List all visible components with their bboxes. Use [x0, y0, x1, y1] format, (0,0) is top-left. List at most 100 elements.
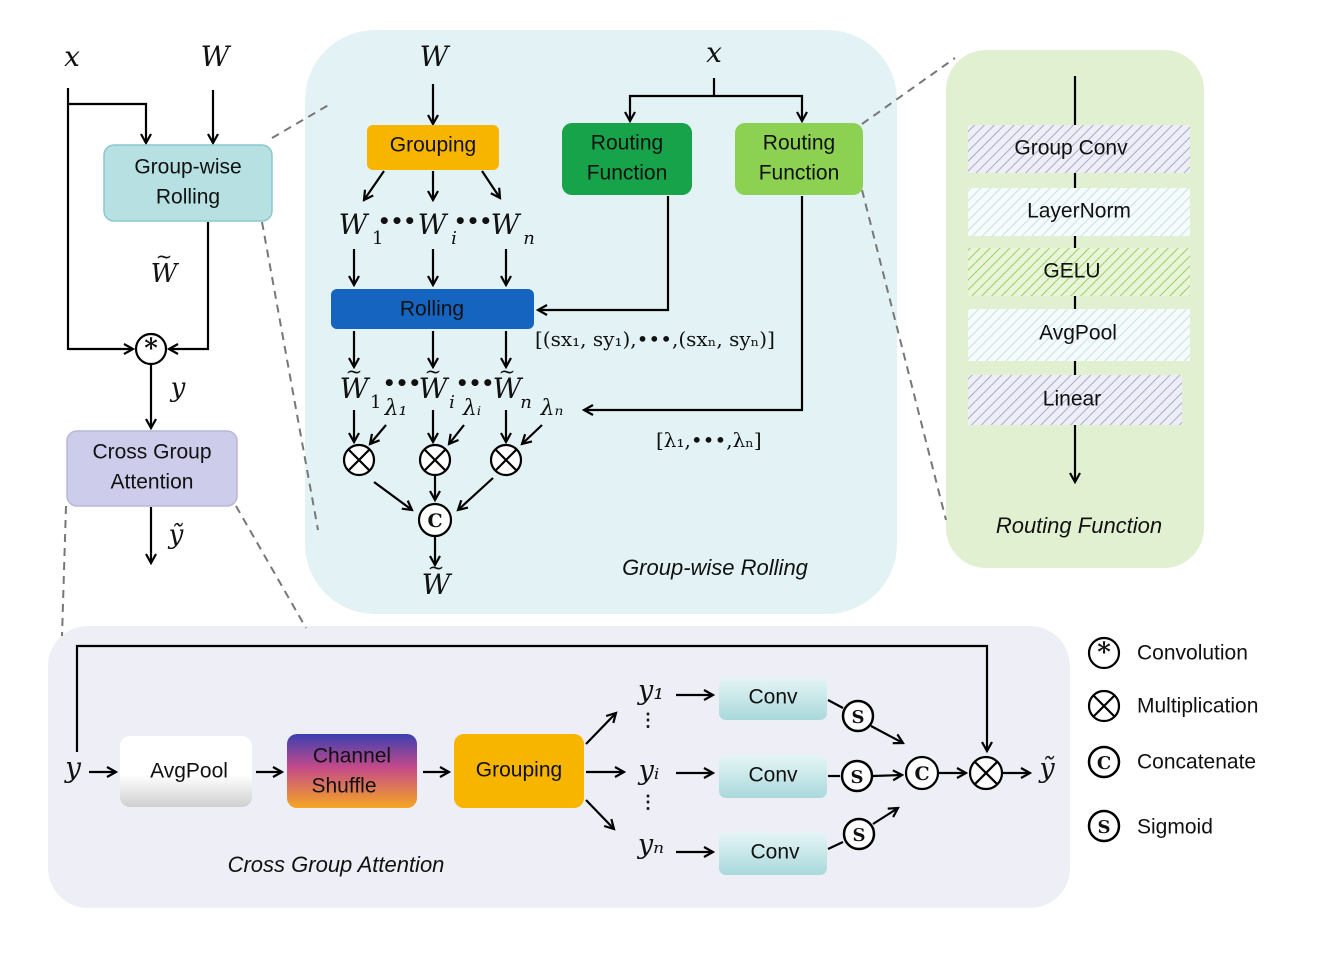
cga-skip-line — [75, 644, 987, 752]
gwr-g-to-w1 — [364, 170, 385, 200]
routing-layer-layernorm — [968, 188, 1190, 236]
gwr-wn-sub: n — [523, 228, 535, 249]
left-gwr-line2: Rolling — [156, 186, 220, 209]
svg-text:S: S — [852, 707, 865, 728]
dash-routing-top — [861, 57, 956, 125]
left-cga-box[interactable] — [66, 430, 238, 507]
cga-conv-1-label: Conv — [748, 686, 798, 709]
gwr-wit-tilde: ~ — [425, 359, 442, 383]
gwr-wit-sub: i — [449, 392, 455, 413]
cga-conv-i[interactable] — [719, 755, 827, 798]
gwr-wtilde-row: W ~ 1 ••• W ~ i ••• W ~ n λ₁ λᵢ λₙ — [340, 359, 564, 421]
cga-sn-to-c — [872, 808, 898, 825]
gwr-grouping-box[interactable] — [367, 125, 499, 170]
routing-layer-avgpool-label: AvgPool — [1039, 322, 1117, 345]
cga-s1-to-c — [870, 725, 903, 743]
gwr-li-to-mul — [449, 424, 465, 444]
gwr-w-row: W 1 ••• W i ••• W n — [339, 208, 535, 249]
gwr-dots-4: ••• — [456, 371, 494, 395]
cga-si-to-c — [872, 775, 902, 776]
routing-layer-gelu — [968, 248, 1190, 296]
gwr-dots-1: ••• — [378, 209, 416, 233]
left-cga-line1: Cross Group — [92, 441, 211, 464]
gwr-lambdai: λᵢ — [462, 396, 481, 421]
cga-y-column: y₁ ⋮ yᵢ ⋮ yₙ — [637, 675, 664, 860]
cga-avgpool-label: AvgPool — [150, 760, 228, 783]
cga-grouping-box[interactable] — [454, 734, 584, 808]
cga-vdots-1: ⋮ — [639, 710, 657, 731]
convolution-icon — [1087, 636, 1121, 670]
gwr-routing2-box[interactable] — [735, 123, 863, 195]
cga-caption: Cross Group Attention — [228, 852, 445, 877]
cga-conv-n[interactable] — [719, 832, 827, 875]
concatenate-icon-symbol: C — [1097, 753, 1111, 774]
cga-conv-n-label: Conv — [750, 841, 800, 864]
convolution-icon-symbol: * — [1097, 638, 1111, 668]
cga-g-to-y1 — [585, 713, 616, 745]
routing-layer-groupconv — [968, 125, 1190, 173]
sigmoid-icon — [1087, 809, 1121, 843]
dash-cga-left — [61, 505, 67, 637]
cga-g-to-yn — [585, 799, 614, 829]
cga-yn: yₙ — [637, 829, 664, 860]
gwr-shift-params: [(sx₁, sy₁),•••,(sxₙ, syₙ)] — [535, 327, 775, 351]
legend-convolution-label: Convolution — [1137, 642, 1248, 665]
gwr-ln-to-mul — [522, 424, 543, 444]
gwr-routing1-box[interactable] — [562, 123, 692, 195]
gwr-routing1-line1: Routing — [591, 132, 663, 155]
cga-grouping-label: Grouping — [476, 759, 562, 782]
cga-sigmoid-n: S — [842, 817, 876, 851]
legend-convolution: * Convolution — [1087, 636, 1248, 670]
gwr-w1t-sub: 1 — [370, 392, 381, 413]
svg-text:S: S — [853, 825, 866, 846]
cga-conv-1[interactable] — [719, 677, 827, 720]
sigmoid-icon-symbol: S — [1098, 817, 1111, 838]
multiplication-icon — [1087, 689, 1121, 723]
gwr-wnt-sub: n — [520, 392, 532, 413]
gwr-r2-to-lambda — [584, 196, 804, 410]
left-cga-line2: Attention — [111, 471, 194, 494]
legend-concatenate: C Concatenate — [1087, 745, 1256, 779]
cga-sigmoid-i: S — [840, 759, 874, 793]
cga-shuffle-line2: Shuffle — [312, 775, 377, 798]
dash-gwr-top — [271, 102, 333, 139]
cga-shuffle-line1: Channel — [313, 745, 391, 768]
legend-concatenate-label: Concatenate — [1137, 751, 1256, 774]
gwr-mul-n — [489, 443, 523, 477]
cga-sigmoid-1: S — [841, 699, 875, 733]
svg-text:S: S — [851, 767, 864, 788]
left-W-label: W — [201, 40, 232, 73]
left-y-tilde: ỹ — [168, 520, 184, 550]
gwr-wnt-tilde: ~ — [499, 359, 516, 383]
gwr-rolling-box[interactable] — [331, 289, 534, 329]
left-conv-star-icon: * — [144, 334, 158, 364]
cga-avgpool-box[interactable] — [120, 736, 252, 807]
cga-shuffle-box[interactable] — [287, 734, 417, 808]
gwr-W-out: W — [422, 568, 453, 601]
left-x-to-gwr — [68, 102, 146, 143]
cga-convn-to-s — [827, 841, 844, 850]
legend: * Convolution Multiplication C Concatena… — [1087, 636, 1258, 843]
gwr-dots-2: ••• — [454, 209, 492, 233]
gwr-caption: Group-wise Rolling — [622, 555, 809, 580]
gwr-mul1-to-c — [373, 481, 412, 510]
dash-gwr-bottom — [261, 221, 319, 531]
gwr-wit: W — [419, 372, 450, 405]
gwr-lambdan: λₙ — [540, 396, 564, 421]
gwr-lambda1: λ₁ — [384, 396, 408, 421]
left-conv-op — [134, 332, 168, 366]
cga-conv1-to-s — [827, 699, 844, 709]
left-W-tilde: W — [151, 259, 180, 289]
left-gwr-box[interactable] — [103, 144, 273, 222]
gwr-W-input: W — [420, 40, 451, 73]
gwr-wn: W — [491, 208, 522, 241]
gwr-routing2-line2: Function — [759, 162, 840, 185]
legend-multiplication-label: Multiplication — [1137, 695, 1258, 718]
gwr-w1t-tilde: ~ — [346, 359, 363, 383]
gwr-muln-to-c — [458, 477, 494, 510]
cga-mul-op — [968, 755, 1004, 791]
gwr-rolling-label: Rolling — [400, 298, 464, 321]
gwr-w1t: W — [340, 372, 371, 405]
gwr-mul-i — [418, 443, 452, 477]
left-W-tilde-mark: ~ — [156, 244, 173, 268]
